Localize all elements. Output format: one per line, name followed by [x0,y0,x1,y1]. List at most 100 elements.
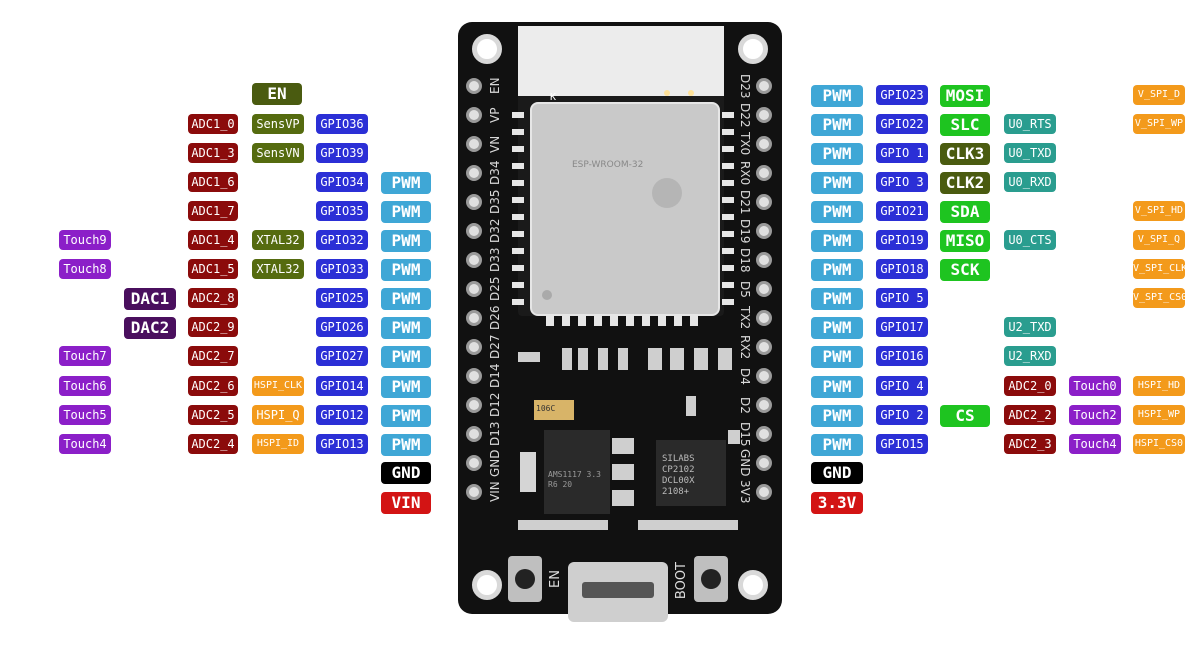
right-header-pad [756,136,772,152]
right-pin-name: TX0 [738,132,752,156]
right-pin-name: 3V3 [738,480,752,504]
left-label-hspi-clk: HSPI_CLK [252,376,304,396]
smd-component [618,348,628,370]
right-label-u0-cts: U0_CTS [1004,230,1056,250]
left-label-adc1-5: ADC1_5 [188,259,238,279]
module-pin [512,299,524,305]
micro-usb-port[interactable] [568,562,668,622]
right-header-pad [756,455,772,471]
left-label-touch9: Touch9 [59,230,111,250]
left-label-gpio33: GPIO33 [316,259,368,279]
right-pin-name: D23 [738,73,752,99]
left-label-touch5: Touch5 [59,405,111,425]
module-pin [722,146,734,152]
right-label-gpio-5: GPIO 5 [876,288,928,308]
module-pin [722,180,734,186]
module-pin [722,299,734,305]
right-label-pwm: PWM [811,114,863,136]
left-header-pad [466,339,482,355]
right-header-pad [756,368,772,384]
left-label-adc2-9: ADC2_9 [188,317,238,337]
antenna-area [518,26,724,96]
left-pin-name: D32 [488,218,502,244]
right-label-gpio19: GPIO19 [876,230,928,250]
boot-button[interactable] [694,556,728,602]
left-header-pad [466,455,482,471]
right-label-touch0: Touch0 [1069,376,1121,396]
right-header-pad [756,165,772,181]
right-pin-name: D5 [738,280,752,298]
left-header-pad [466,281,482,297]
left-label-gnd: GND [381,462,431,484]
module-pin [546,314,554,326]
module-pin [512,231,524,237]
right-label-clk2: CLK2 [940,172,990,194]
left-label-hspi-id: HSPI_ID [252,434,304,454]
right-label-miso: MISO [940,230,990,252]
right-label-pwm: PWM [811,259,863,281]
right-label-v-spi-d: V_SPI_D [1133,85,1185,105]
left-label-pwm: PWM [381,201,431,223]
module-pin [722,282,734,288]
left-label-gpio13: GPIO13 [316,434,368,454]
right-pin-name: D18 [738,247,752,273]
right-label-gpio16: GPIO16 [876,346,928,366]
right-pin-name: D2 [738,396,752,414]
right-header-pad [756,397,772,413]
esp32-board: K ESP-WROOM-32 106C AMS1117 3.3 R6 20 SI… [458,22,782,622]
left-label-touch6: Touch6 [59,376,111,396]
smd-component [518,352,540,362]
chip-text: SILABS CP2102 DCL00X 2108+ [662,454,695,497]
right-label-cs: CS [940,405,990,427]
left-label-adc2-5: ADC2_5 [188,405,238,425]
left-pin-name: VP [488,107,502,123]
en-button[interactable] [508,556,542,602]
left-header-pad [466,107,482,123]
right-label-gpio21: GPIO21 [876,201,928,221]
left-label-xtal32: XTAL32 [252,230,304,250]
right-label-u2-rxd: U2_RXD [1004,346,1056,366]
module-pin [512,180,524,186]
left-label-pwm: PWM [381,288,431,310]
mounting-hole-bl [472,570,502,600]
shield-dot [542,290,552,300]
right-label-3-3v: 3.3V [811,492,863,514]
left-label-dac2: DAC2 [124,317,176,339]
left-pin-name: GND [488,449,502,477]
left-label-gpio39: GPIO39 [316,143,368,163]
left-label-adc1-7: ADC1_7 [188,201,238,221]
right-label-gpio17: GPIO17 [876,317,928,337]
module-pin [642,314,650,326]
right-label-clk3: CLK3 [940,143,990,165]
module-pin [722,112,734,118]
right-label-sck: SCK [940,259,990,281]
module-pin [512,214,524,220]
smd-component [718,348,732,370]
left-header-pad [466,368,482,384]
right-label-u0-txd: U0_TXD [1004,143,1056,163]
module-pin [512,265,524,271]
left-label-gpio34: GPIO34 [316,172,368,192]
left-pin-name: D25 [488,276,502,302]
right-label-pwm: PWM [811,143,863,165]
right-pin-name: D4 [738,367,752,385]
left-label-adc1-3: ADC1_3 [188,143,238,163]
right-label-hspi-cs0: HSPI_CS0 [1133,434,1185,454]
left-header-pad [466,194,482,210]
right-label-pwm: PWM [811,288,863,310]
left-label-gpio12: GPIO12 [316,405,368,425]
right-label-gpio-3: GPIO 3 [876,172,928,192]
left-label-pwm: PWM [381,434,431,456]
module-name: ESP-WROOM-32 [572,160,644,170]
left-header-pad [466,252,482,268]
right-pin-name: D19 [738,218,752,244]
right-pin-name: RX2 [738,334,752,360]
right-label-adc2-2: ADC2_2 [1004,405,1056,425]
right-label-u0-rxd: U0_RXD [1004,172,1056,192]
right-label-pwm: PWM [811,230,863,252]
right-pin-name: TX2 [738,306,752,330]
right-header-pad [756,426,772,442]
left-label-touch7: Touch7 [59,346,111,366]
left-pin-name: D35 [488,189,502,215]
module-pin [578,314,586,326]
